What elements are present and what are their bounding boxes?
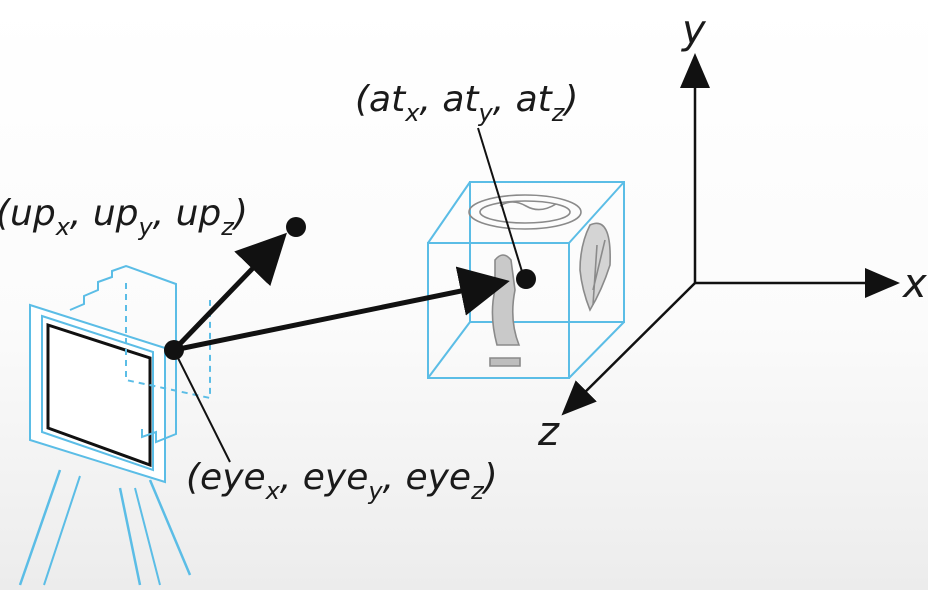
statue-icon: [491, 254, 521, 346]
camera-bellows: [69, 264, 177, 444]
eye-to-at-vector: [173, 266, 510, 353]
camera-body: [29, 303, 166, 484]
up-point-label: (upx, upy, upz): [0, 193, 248, 241]
z-axis-line: [561, 282, 696, 416]
up-point: [286, 217, 306, 237]
x-axis-label: x: [903, 261, 927, 307]
at-point-label: (atx, aty, atz): [355, 79, 579, 127]
view-vectors: [172, 232, 510, 353]
eye-point-label: (eyex, eyey, eyez): [186, 457, 498, 505]
y-axis-label: y: [682, 7, 706, 53]
eye-point: [164, 340, 184, 360]
camera: [18, 264, 211, 586]
leader-lines: [173, 127, 525, 463]
eye-to-up-vector: [172, 232, 287, 352]
world-axes: [561, 53, 900, 416]
z-axis-label: z: [538, 409, 559, 455]
camera-lens-frame: [46, 322, 152, 468]
medallion-icon: [468, 194, 582, 230]
at-point: [516, 269, 536, 289]
